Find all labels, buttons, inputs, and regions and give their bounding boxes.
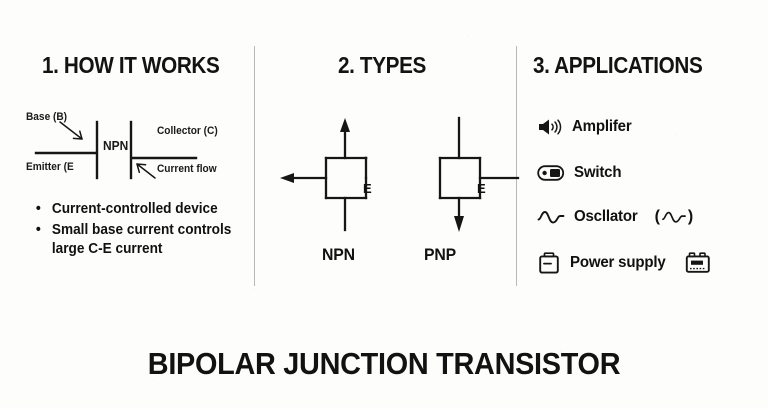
suffix-open-paren: ( [654,208,660,225]
application-item-amplifier: Amplifer [537,117,635,137]
speaker-icon [539,119,562,135]
application-item-switch: Switch [537,163,624,183]
label-current-flow: Current flow [157,163,217,175]
list-item: Small base current controls large C-E cu… [34,220,236,259]
application-label: Oscllator [574,208,638,225]
page-title-text: BIPOLAR JUNCTION TRANSISTOR [147,346,621,381]
npn-left-arrowhead [280,173,294,183]
battery-icon [539,252,559,274]
toggle-switch-icon [537,165,565,181]
label-npn-center: NPN [103,138,129,153]
caption-pnp: PNP [424,245,456,264]
application-label: Amplifer [572,118,632,135]
column-divider-2 [516,46,517,286]
sine-wave-icon [661,211,686,223]
application-item-oscillator: Oscllator ( ) [537,208,693,226]
oscillator-suffix: ( ) [655,208,694,226]
application-label: Power supply [570,254,666,271]
section-heading-types: 2. TYPES [338,52,427,78]
sine-wave-icon [537,211,565,224]
label-collector: Collector (C) [157,125,218,137]
pnp-symbol [438,116,520,220]
label-emitter: Emitter (E [26,161,74,173]
suffix-close-paren: ) [687,208,694,225]
section-heading-applications: 3. APPLICATIONS [533,52,703,78]
application-item-power-supply: Power supply [537,251,711,275]
column-divider-1 [254,46,255,286]
label-base: Base (B) [26,111,68,123]
npn-symbol [288,126,368,232]
list-item: Current-controlled device [34,199,236,219]
section-heading-how-it-works: 1. HOW IT WORKS [42,52,220,78]
how-it-works-bullet-list: Current-controlled device Small base cur… [34,199,249,261]
npn-terminal-label: E [363,181,372,196]
caption-npn: NPN [322,245,355,264]
car-battery-icon [685,252,710,273]
transistor-symbols-diagram [280,116,520,232]
npn-up-arrowhead [340,118,350,132]
npn-sketch-diagram [34,120,198,180]
pnp-down-arrowhead [454,216,464,232]
application-label: Switch [574,164,622,181]
pnp-terminal-label: E [477,181,486,196]
page-title: BIPOLAR JUNCTION TRANSISTOR [0,346,768,382]
